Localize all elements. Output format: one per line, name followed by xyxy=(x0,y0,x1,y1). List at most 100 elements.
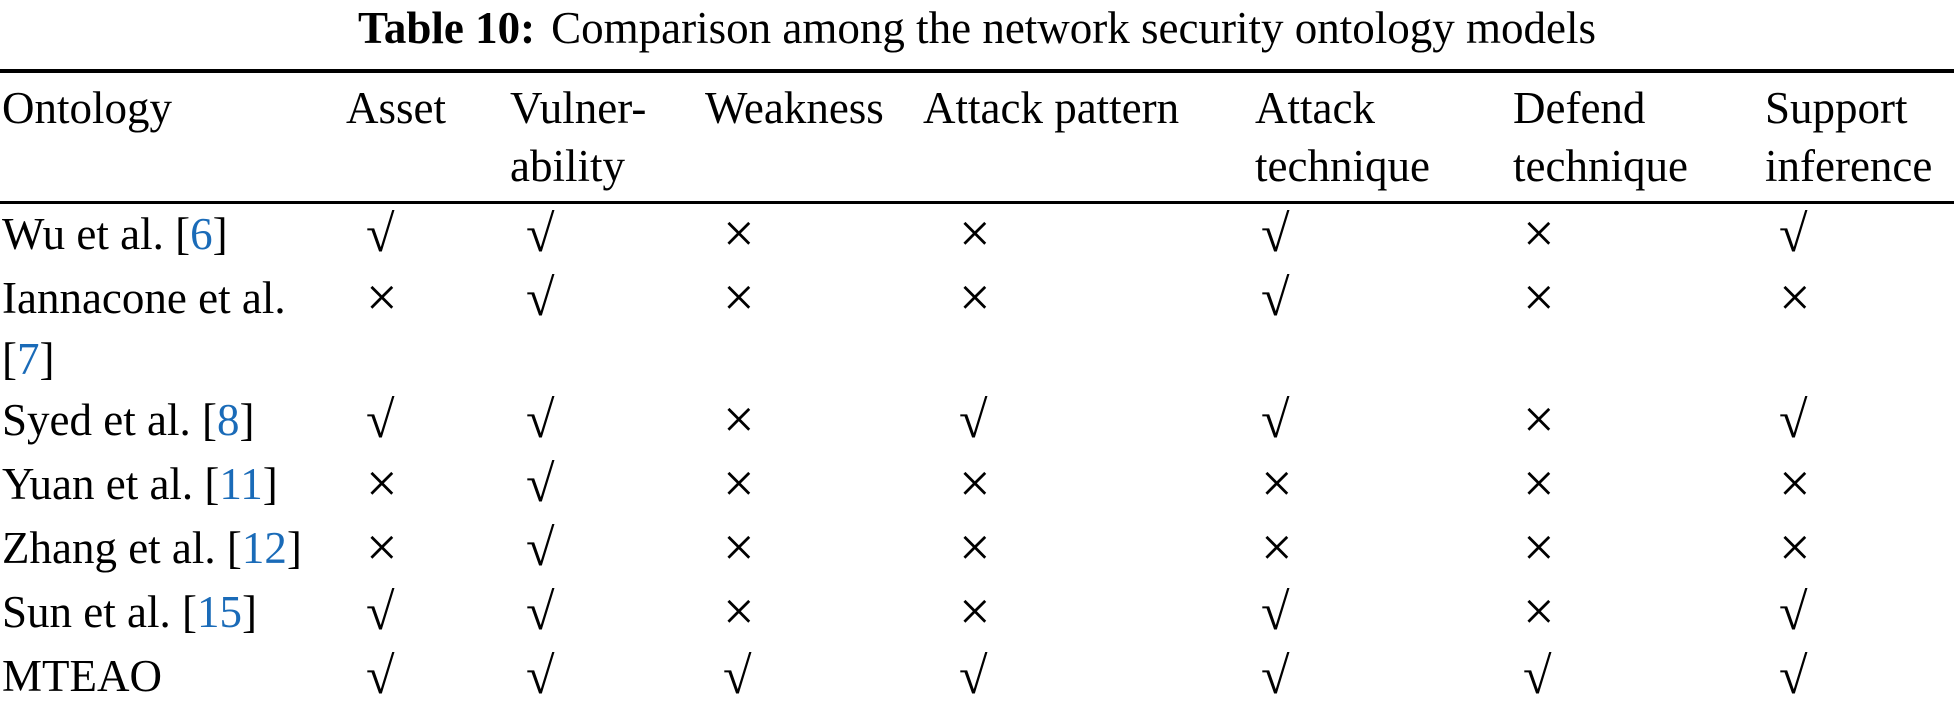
table-row: Sun et al. [15] √ √ × × √ × √ xyxy=(0,582,1954,646)
mark-cell-weakness: × xyxy=(705,268,923,390)
mark-cell-attack-pattern: √ xyxy=(923,390,1255,454)
mark-cell-defend-technique: × xyxy=(1513,203,1765,269)
mark-glyph: √ xyxy=(959,392,988,449)
comparison-table: Ontology Asset Vulner- ability Weakness … xyxy=(0,69,1954,704)
mark-glyph: √ xyxy=(1779,584,1808,641)
mark-cell-vulnerability: √ xyxy=(510,646,705,704)
column-header-ontology: Ontology xyxy=(0,71,346,204)
citation-link[interactable]: 15 xyxy=(196,587,242,637)
mark-cell-support-inference: × xyxy=(1765,518,1954,582)
mark-glyph: × xyxy=(1779,267,1811,329)
mark-glyph: √ xyxy=(1261,270,1290,327)
column-header-attack-pattern: Attack pattern xyxy=(923,71,1255,204)
citation-link[interactable]: 12 xyxy=(241,523,287,573)
mark-cell-support-inference: √ xyxy=(1765,390,1954,454)
mark-cell-asset: × xyxy=(346,268,510,390)
mark-glyph: × xyxy=(1779,517,1811,579)
ontology-name-cell: Iannacone et al. [7] xyxy=(0,268,346,390)
mark-cell-attack-technique: √ xyxy=(1255,390,1513,454)
mark-cell-attack-pattern: × xyxy=(923,518,1255,582)
ontology-label: Yuan et al. [ xyxy=(2,459,220,509)
mark-glyph: √ xyxy=(366,392,395,449)
table-header-row: Ontology Asset Vulner- ability Weakness … xyxy=(0,71,1954,204)
mark-glyph: √ xyxy=(526,456,555,513)
mark-glyph: × xyxy=(959,581,991,643)
mark-cell-attack-technique: × xyxy=(1255,454,1513,518)
mark-glyph: × xyxy=(1523,203,1555,265)
ontology-label: MTEAO xyxy=(2,651,162,701)
citation-bracket: ] xyxy=(39,334,55,384)
mark-glyph: √ xyxy=(959,648,988,704)
mark-glyph: × xyxy=(1779,453,1811,515)
mark-glyph: × xyxy=(723,581,755,643)
mark-cell-vulnerability: √ xyxy=(510,518,705,582)
mark-glyph: √ xyxy=(526,584,555,641)
mark-glyph: × xyxy=(1523,389,1555,451)
citation-link[interactable]: 11 xyxy=(219,459,263,509)
ontology-label: Iannacone et al. [ xyxy=(2,273,286,384)
mark-glyph: × xyxy=(1523,267,1555,329)
mark-glyph: × xyxy=(723,267,755,329)
mark-cell-vulnerability: √ xyxy=(510,268,705,390)
mark-cell-vulnerability: √ xyxy=(510,203,705,269)
mark-glyph: × xyxy=(959,453,991,515)
ontology-name-cell: Wu et al. [6] xyxy=(0,203,346,269)
mark-glyph: × xyxy=(959,203,991,265)
ontology-name-cell: Yuan et al. [11] xyxy=(0,454,346,518)
mark-glyph: √ xyxy=(366,584,395,641)
mark-glyph: √ xyxy=(1261,648,1290,704)
mark-cell-vulnerability: √ xyxy=(510,454,705,518)
mark-cell-attack-pattern: × xyxy=(923,268,1255,390)
table-row: Iannacone et al. [7] × √ × × √ × × xyxy=(0,268,1954,390)
column-header-support-inference: Support inference xyxy=(1765,71,1954,204)
mark-glyph: × xyxy=(723,453,755,515)
mark-glyph: √ xyxy=(1779,392,1808,449)
ontology-name-cell: Syed et al. [8] xyxy=(0,390,346,454)
table-row: MTEAO √ √ √ √ √ √ √ xyxy=(0,646,1954,704)
mark-cell-weakness: × xyxy=(705,203,923,269)
mark-cell-attack-pattern: × xyxy=(923,582,1255,646)
mark-cell-defend-technique: × xyxy=(1513,390,1765,454)
citation-link[interactable]: 8 xyxy=(216,395,240,445)
mark-cell-vulnerability: √ xyxy=(510,582,705,646)
mark-glyph: × xyxy=(723,389,755,451)
mark-cell-attack-pattern: √ xyxy=(923,646,1255,704)
mark-cell-support-inference: √ xyxy=(1765,646,1954,704)
mark-glyph: × xyxy=(1523,453,1555,515)
ontology-name-cell: Zhang et al. [12] xyxy=(0,518,346,582)
mark-glyph: √ xyxy=(366,648,395,704)
mark-cell-weakness: × xyxy=(705,390,923,454)
mark-cell-vulnerability: √ xyxy=(510,390,705,454)
mark-glyph: √ xyxy=(723,648,752,704)
mark-glyph: × xyxy=(1523,517,1555,579)
mark-glyph: √ xyxy=(1779,206,1808,263)
table-caption-label: Table 10: xyxy=(358,3,536,53)
mark-glyph: × xyxy=(366,453,398,515)
mark-glyph: √ xyxy=(526,392,555,449)
mark-cell-defend-technique: × xyxy=(1513,582,1765,646)
citation-bracket: ] xyxy=(286,523,302,573)
mark-cell-attack-pattern: × xyxy=(923,203,1255,269)
ontology-name-cell: MTEAO xyxy=(0,646,346,704)
mark-glyph: √ xyxy=(1261,584,1290,641)
mark-cell-asset: × xyxy=(346,454,510,518)
table-row: Wu et al. [6] √ √ × × √ × √ xyxy=(0,203,1954,269)
mark-cell-defend-technique: √ xyxy=(1513,646,1765,704)
mark-cell-asset: √ xyxy=(346,582,510,646)
mark-cell-defend-technique: × xyxy=(1513,268,1765,390)
citation-link[interactable]: 7 xyxy=(17,334,40,384)
mark-cell-attack-pattern: × xyxy=(923,454,1255,518)
mark-glyph: × xyxy=(366,267,398,329)
mark-cell-weakness: × xyxy=(705,518,923,582)
mark-cell-defend-technique: × xyxy=(1513,518,1765,582)
table-row: Yuan et al. [11] × √ × × × × × xyxy=(0,454,1954,518)
mark-cell-weakness: √ xyxy=(705,646,923,704)
mark-cell-asset: √ xyxy=(346,646,510,704)
mark-glyph: × xyxy=(1261,517,1293,579)
table-header: Ontology Asset Vulner- ability Weakness … xyxy=(0,71,1954,204)
citation-link[interactable]: 6 xyxy=(190,209,213,259)
mark-cell-attack-technique: √ xyxy=(1255,582,1513,646)
mark-glyph: √ xyxy=(1523,648,1552,704)
mark-cell-weakness: × xyxy=(705,582,923,646)
mark-glyph: × xyxy=(1523,581,1555,643)
